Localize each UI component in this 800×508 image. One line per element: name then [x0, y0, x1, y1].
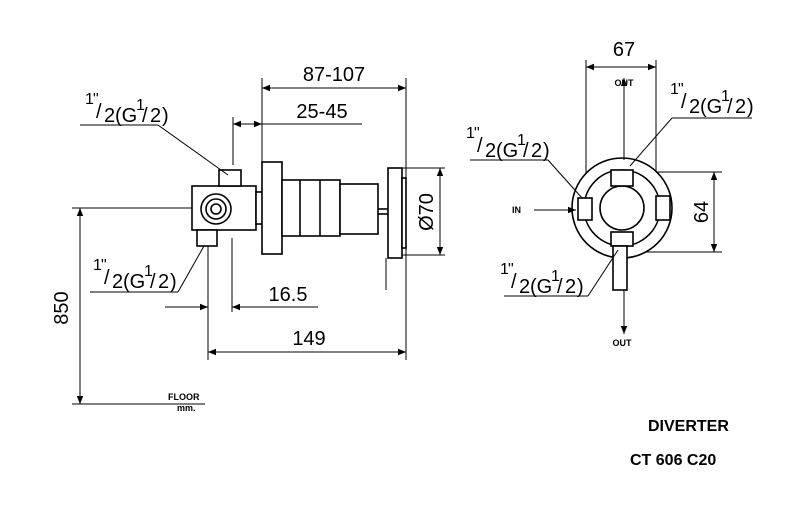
svg-text:1: 1	[93, 257, 102, 274]
svg-text:): )	[747, 96, 754, 118]
svg-text:): )	[577, 276, 584, 298]
svg-text:/: /	[511, 271, 517, 293]
svg-text:): )	[543, 140, 550, 162]
front-view: 67 64 OUT OUT IN 1 " / 2	[466, 39, 754, 348]
inlet-label: IN	[512, 205, 521, 215]
svg-text:): )	[162, 105, 169, 127]
outlet-top-label: OUT	[615, 78, 635, 88]
dim-25-45: 25-45	[296, 101, 347, 123]
svg-text:1: 1	[85, 91, 94, 108]
dim-87-107: 87-107	[303, 64, 365, 86]
side-view: 87-107 25-45 Ø70 16.5 149 850 FLOOR mm.	[51, 64, 445, 413]
floor-label: FLOOR	[168, 392, 200, 402]
svg-text:2: 2	[158, 271, 169, 293]
svg-text:2: 2	[112, 271, 123, 293]
svg-text:/: /	[557, 276, 563, 298]
svg-text:2: 2	[531, 140, 542, 162]
svg-text:2: 2	[150, 105, 161, 127]
svg-text:/: /	[681, 91, 687, 113]
svg-text:/: /	[727, 96, 733, 118]
svg-text:/: /	[477, 135, 483, 157]
svg-text:": "	[508, 261, 514, 278]
dim-149: 149	[292, 328, 325, 350]
svg-text:2: 2	[485, 140, 496, 162]
svg-text:1: 1	[144, 263, 153, 280]
svg-text:": "	[101, 257, 107, 274]
svg-text:": "	[93, 91, 99, 108]
dim-67: 67	[613, 39, 635, 61]
svg-text:): )	[170, 271, 177, 293]
svg-text:1: 1	[466, 125, 475, 142]
thread-label-side-bottom: 1 " / 2 (G 1 / 2 )	[93, 257, 177, 293]
svg-text:2: 2	[104, 105, 115, 127]
svg-text:/: /	[523, 140, 529, 162]
svg-text:/: /	[142, 105, 148, 127]
dim-64: 64	[691, 201, 713, 223]
svg-text:1: 1	[721, 88, 730, 105]
dim-16-5: 16.5	[269, 284, 308, 306]
svg-text:1: 1	[551, 268, 560, 285]
svg-text:(G: (G	[530, 276, 552, 298]
svg-text:": "	[474, 125, 480, 142]
svg-text:(G: (G	[700, 96, 722, 118]
svg-text:(G: (G	[496, 140, 518, 162]
svg-text:(G: (G	[115, 105, 137, 127]
svg-text:2: 2	[565, 276, 576, 298]
svg-text:/: /	[96, 101, 102, 123]
outlet-bottom-label: OUT	[613, 338, 633, 348]
product-type: DIVERTER	[648, 418, 729, 435]
svg-text:2: 2	[689, 96, 700, 118]
floor-unit-label: mm.	[177, 403, 196, 413]
svg-text:1: 1	[670, 81, 679, 98]
thread-label-front-top: 1 " / 2 (G 1 / 2 )	[670, 81, 754, 118]
svg-text:/: /	[104, 267, 110, 289]
svg-text:1: 1	[517, 132, 526, 149]
thread-label-front-bottom: 1 " / 2 (G 1 / 2 )	[500, 261, 584, 298]
svg-text:1: 1	[500, 261, 509, 278]
thread-label-front-middle: 1 " / 2 (G 1 / 2 )	[466, 125, 550, 162]
svg-text:2: 2	[519, 276, 530, 298]
svg-text:(G: (G	[123, 271, 145, 293]
product-model: CT 606 C20	[630, 452, 716, 469]
dim-850: 850	[51, 291, 73, 324]
dim-diameter-70: Ø70	[416, 193, 438, 231]
svg-text:2: 2	[735, 96, 746, 118]
svg-text:/: /	[150, 271, 156, 293]
thread-label-side-top: 1 " / 2 (G 1 / 2 )	[85, 91, 169, 127]
svg-text:1: 1	[136, 97, 145, 114]
svg-text:": "	[678, 81, 684, 98]
